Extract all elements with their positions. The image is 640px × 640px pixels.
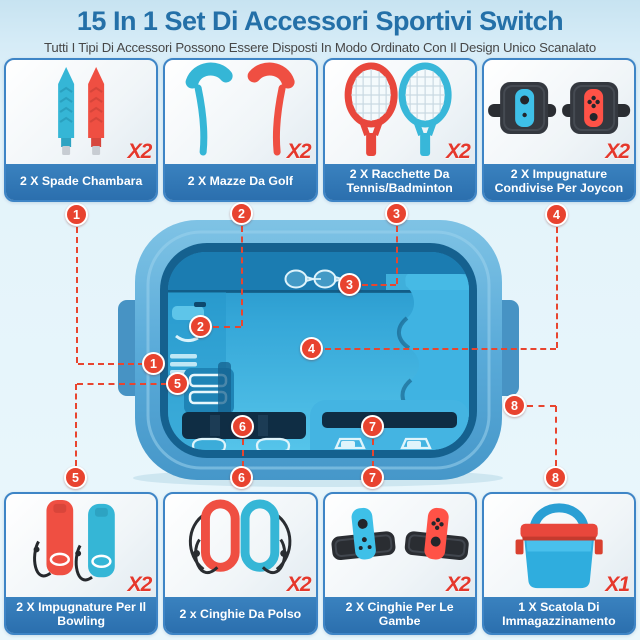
- rackets-image: [344, 62, 452, 156]
- callout-8-case: 8: [503, 394, 526, 417]
- qty-badge: X2: [127, 573, 153, 596]
- page-subtitle: Tutti I Tipi Di Accessori Possono Essere…: [43, 40, 597, 55]
- callout-line: [325, 348, 556, 350]
- callout-5-bottom: 5: [64, 466, 87, 489]
- callout-line: [527, 405, 556, 407]
- callout-line: [77, 383, 167, 385]
- callout-3-case: 3: [338, 273, 361, 296]
- header: 15 In 1 Set Di Accessori Sportivi Switch…: [0, 0, 640, 55]
- callout-8-bottom: 8: [544, 466, 567, 489]
- wrist-straps-image: [189, 499, 292, 575]
- top-items-row: X2 2 X Spade Chambara X2 2 X Mazze Da Go…: [0, 58, 640, 202]
- racchette-photo: X2: [325, 60, 475, 164]
- racket-print-icons: [284, 269, 349, 289]
- item-card-mazze-golf: X2 2 X Mazze Da Golf: [163, 58, 318, 202]
- item-card-cinghie-gambe: X2 2 X Cinghie Per Le Gambe: [322, 492, 477, 635]
- spade-chambara-image: [58, 67, 105, 155]
- callout-line: [78, 363, 144, 365]
- callout-line: [362, 284, 396, 286]
- callout-line: [396, 226, 398, 284]
- joycon-grips-image: [487, 82, 630, 134]
- golf-clubs-image: [185, 62, 295, 156]
- item-card-spade-chambara: X2 2 X Spade Chambara: [4, 58, 159, 202]
- callout-5-case: 5: [166, 372, 189, 395]
- callout-2-top: 2: [230, 202, 253, 225]
- impugnature-bowling-photo: X2: [6, 494, 156, 597]
- cinghie-gambe-photo: X2: [325, 494, 475, 597]
- callout-line: [76, 227, 78, 363]
- qty-badge: X2: [286, 140, 312, 163]
- item-card-racchette: X2 2 X Racchette Da Tennis/Badminton: [322, 58, 477, 202]
- callout-line: [75, 384, 77, 466]
- bowling-grips-image: [33, 499, 115, 582]
- item-card-scatola: X1 1 X Scatola Di Immagazzinamento: [481, 492, 636, 635]
- qty-badge: X2: [286, 573, 312, 596]
- item-label: 2 X Impugnature Condivise Per Joycon: [483, 164, 634, 200]
- item-label: 2 X Racchette Da Tennis/Badminton: [324, 164, 475, 200]
- item-card-impugnature-bowling: X2 2 X Impugnature Per Il Bowling: [4, 492, 159, 635]
- spade-chambara-photo: X2: [6, 60, 156, 164]
- callout-7-bottom: 7: [361, 466, 384, 489]
- impugnature-joycon-photo: X2: [484, 60, 634, 164]
- qty-badge: X2: [127, 140, 153, 163]
- callout-1-case: 1: [142, 352, 165, 375]
- qty-badge: X2: [605, 140, 630, 163]
- item-label: 2 X Spade Chambara: [6, 164, 157, 200]
- item-label: 2 X Impugnature Per Il Bowling: [6, 597, 157, 633]
- callout-line: [213, 326, 241, 328]
- callout-line: [372, 439, 374, 467]
- callout-7-case: 7: [361, 415, 384, 438]
- item-label: 2 x Cinghie Da Polso: [165, 597, 316, 633]
- callout-line: [242, 439, 244, 467]
- mazze-golf-photo: X2: [165, 60, 315, 164]
- callout-6-case: 6: [231, 415, 254, 438]
- callout-4-top: 4: [545, 203, 568, 226]
- item-card-impugnature-joycon: X2 2 X Impugnature Condivise Per Joycon: [481, 58, 636, 202]
- callout-line: [241, 226, 243, 326]
- storage-box-image: [515, 503, 603, 589]
- item-label: 1 X Scatola Di Immagazzinamento: [483, 597, 634, 633]
- cinghie-polso-photo: X2: [165, 494, 315, 597]
- callout-1-top: 1: [65, 203, 88, 226]
- callout-2-case: 2: [189, 315, 212, 338]
- qty-badge: X2: [446, 140, 471, 163]
- callout-3-top: 3: [385, 202, 408, 225]
- qty-badge: X2: [446, 573, 471, 596]
- item-label: 2 X Mazze Da Golf: [165, 164, 316, 200]
- callout-line: [556, 227, 558, 348]
- page-title: 15 In 1 Set Di Accessori Sportivi Switch: [76, 6, 564, 36]
- scatola-photo: X1: [484, 494, 634, 597]
- callout-line: [555, 406, 557, 466]
- callout-6-bottom: 6: [230, 466, 253, 489]
- callout-4-case: 4: [300, 337, 323, 360]
- leg-straps-image: [331, 507, 469, 561]
- item-label: 2 X Cinghie Per Le Gambe: [324, 597, 475, 633]
- bottom-items-row: X2 2 X Impugnature Per Il Bowling X2 2 x…: [0, 492, 640, 635]
- qty-badge: X1: [605, 573, 630, 596]
- item-card-cinghie-polso: X2 2 x Cinghie Da Polso: [163, 492, 318, 635]
